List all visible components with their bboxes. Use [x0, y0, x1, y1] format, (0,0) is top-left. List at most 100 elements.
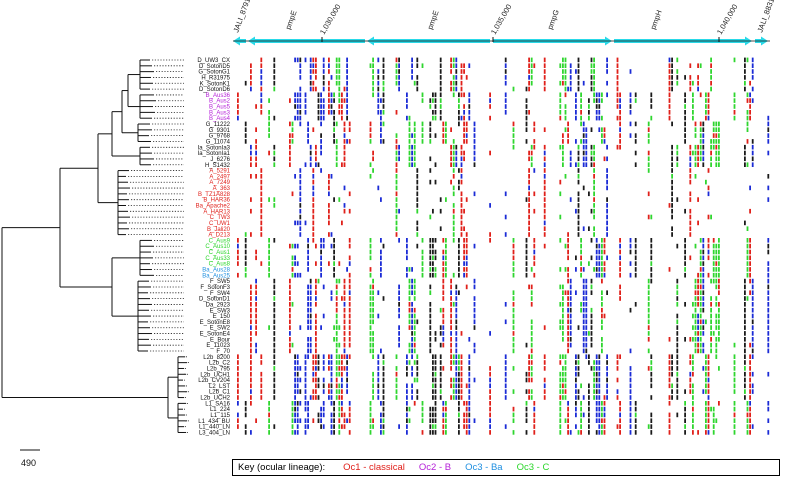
snp-mark — [601, 255, 603, 261]
snp-mark — [715, 296, 718, 301]
snp-mark — [380, 261, 382, 266]
snp-mark — [559, 319, 562, 325]
snp-mark — [582, 156, 585, 162]
snp-mark — [452, 57, 455, 63]
snp-mark — [413, 121, 416, 127]
snp-mark — [452, 144, 455, 150]
snp-mark — [707, 272, 710, 278]
snp-alignment-matrix — [237, 57, 770, 435]
snp-mark — [562, 307, 564, 313]
snp-mark — [699, 331, 702, 336]
snp-mark — [382, 418, 385, 423]
snp-mark — [533, 144, 536, 150]
snp-mark — [255, 156, 257, 162]
snp-mark — [369, 255, 372, 261]
snp-mark — [619, 267, 621, 272]
snp-mark — [460, 197, 463, 202]
snp-mark — [346, 86, 348, 92]
snp-mark — [244, 127, 247, 132]
snp-mark — [473, 325, 476, 330]
snp-mark — [348, 261, 351, 266]
snp-mark — [671, 156, 673, 162]
snp-mark — [346, 63, 348, 68]
snp-mark — [465, 383, 468, 389]
snp-mark — [751, 63, 754, 68]
snp-mark — [307, 139, 309, 144]
snp-mark — [413, 80, 416, 86]
snp-mark — [712, 412, 715, 418]
snp-mark — [577, 57, 580, 63]
snp-mark — [504, 424, 507, 429]
snp-mark — [439, 208, 442, 214]
snp-mark — [380, 133, 382, 138]
snp-mark — [299, 203, 302, 208]
snp-mark — [237, 261, 239, 266]
snp-mark — [255, 307, 257, 313]
snp-mark — [590, 342, 593, 348]
snp-mark — [650, 243, 653, 249]
snp-mark — [317, 395, 320, 400]
snp-mark — [692, 371, 694, 377]
snp-mark — [452, 272, 455, 278]
snp-mark — [291, 139, 294, 144]
snp-mark — [564, 63, 567, 68]
snp-mark — [676, 342, 679, 348]
snp-mark — [629, 348, 632, 354]
snp-mark — [616, 360, 619, 365]
snp-mark — [413, 342, 416, 348]
snp-mark — [237, 383, 239, 389]
snp-mark — [395, 144, 398, 150]
snp-mark — [744, 290, 746, 295]
snp-mark — [307, 406, 309, 412]
snp-mark — [718, 243, 720, 249]
snp-mark — [299, 57, 302, 63]
snp-mark — [569, 284, 572, 290]
snp-mark — [694, 342, 697, 348]
snp-mark — [601, 267, 603, 272]
snp-mark — [601, 337, 603, 342]
snp-mark — [569, 63, 572, 68]
snp-mark — [338, 371, 341, 377]
snp-mark — [647, 337, 650, 342]
snp-mark — [543, 156, 546, 162]
snp-mark — [512, 249, 515, 255]
snp-mark — [291, 261, 294, 266]
snp-mark — [304, 354, 307, 359]
snp-mark — [588, 104, 590, 109]
snp-mark — [416, 80, 419, 86]
snp-mark — [296, 383, 299, 389]
snp-mark — [338, 325, 341, 330]
snp-mark — [372, 383, 374, 389]
snp-mark — [335, 121, 338, 127]
taxon-label: D_SotonD1 — [199, 297, 231, 303]
snp-mark — [413, 401, 416, 406]
snp-mark — [465, 272, 468, 278]
snp-mark — [328, 92, 330, 98]
taxon-label: D_SotonD5 — [199, 64, 231, 70]
snp-mark — [307, 133, 309, 138]
snp-mark — [260, 232, 263, 237]
snp-mark — [582, 127, 585, 132]
snp-mark — [304, 366, 307, 371]
snp-mark — [577, 86, 580, 92]
snp-mark — [767, 430, 770, 435]
snp-mark — [684, 249, 686, 255]
taxon-label: F_SotonF3 — [200, 285, 230, 291]
snp-mark — [567, 412, 569, 418]
snp-mark — [328, 360, 330, 365]
snp-mark — [289, 331, 291, 336]
snp-mark — [533, 418, 536, 423]
snp-mark — [452, 377, 455, 383]
snp-mark — [575, 267, 577, 272]
snp-mark — [452, 156, 455, 162]
snp-mark — [338, 278, 341, 284]
snp-mark — [705, 360, 707, 365]
snp-mark — [692, 406, 694, 412]
taxon-label: A_5291 — [209, 169, 230, 175]
snp-mark — [601, 412, 603, 418]
snp-mark — [273, 331, 276, 336]
snp-mark — [289, 348, 291, 354]
snp-mark — [619, 406, 621, 412]
snp-mark — [689, 383, 692, 389]
snp-mark — [650, 383, 653, 389]
